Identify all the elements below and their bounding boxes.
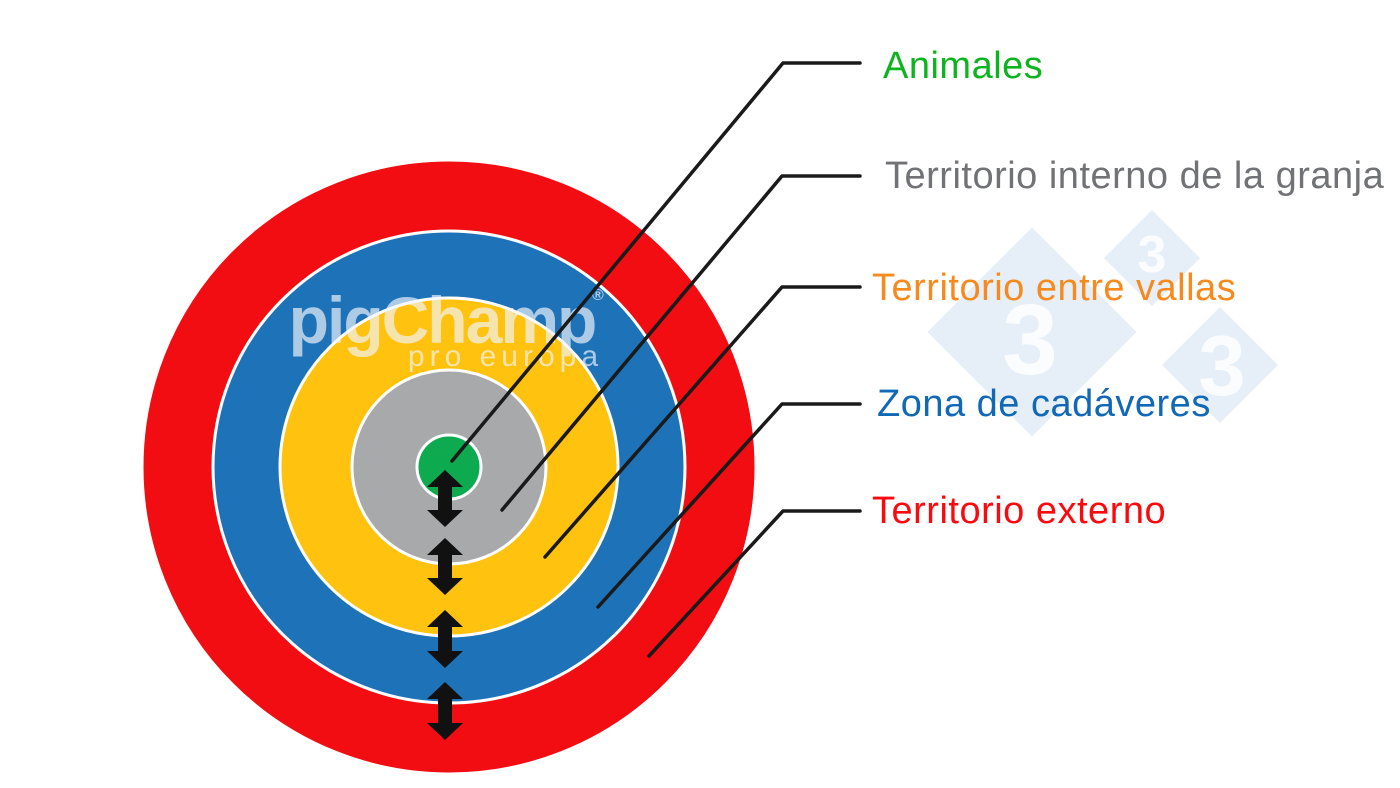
leader-line-territorio-externo: [647, 509, 862, 658]
pigchamp-watermark-subtext: pro europa: [408, 340, 603, 373]
leader-line-territorio-interno: [500, 174, 862, 512]
label-animales: Animales: [883, 45, 1043, 87]
distance-arrow-animales-interno: [427, 470, 463, 527]
label-territorio-entre-vallas: Territorio entre vallas: [872, 267, 1236, 309]
tres3-diamond-top: [1103, 209, 1201, 307]
leader-line-animales: [450, 61, 862, 463]
tres3-digit-left: 3: [1002, 284, 1058, 396]
distance-arrow-interno-vallas: [427, 538, 463, 595]
leader-lines: [450, 61, 862, 658]
label-zona-cadaveres: Zona de cadáveres: [877, 383, 1211, 425]
label-territorio-interno: Territorio interno de la granja: [885, 155, 1385, 197]
leader-line-territorio-entre-vallas: [543, 285, 862, 559]
pigchamp-watermark: pigChamp ® pro europa: [289, 283, 604, 373]
target-rings: [140, 158, 758, 776]
tres3-diamond-right: [1162, 307, 1278, 423]
distance-arrow-cadaveres-externo: [427, 682, 463, 740]
distance-arrows: [427, 470, 463, 740]
tres3-digit-top: 3: [1138, 226, 1167, 284]
label-territorio-externo: Territorio externo: [872, 490, 1166, 532]
leader-line-zona-cadaveres: [596, 402, 862, 609]
tres3-watermark: 3 3 3: [927, 209, 1278, 437]
pigchamp-watermark-text: pigChamp: [289, 283, 596, 357]
tres3-digit-right: 3: [1198, 319, 1245, 414]
tres3-diamond-left: [927, 227, 1137, 437]
zone-labels: Animales Territorio interno de la granja…: [872, 45, 1385, 532]
distance-arrow-vallas-cadaveres: [427, 610, 463, 668]
